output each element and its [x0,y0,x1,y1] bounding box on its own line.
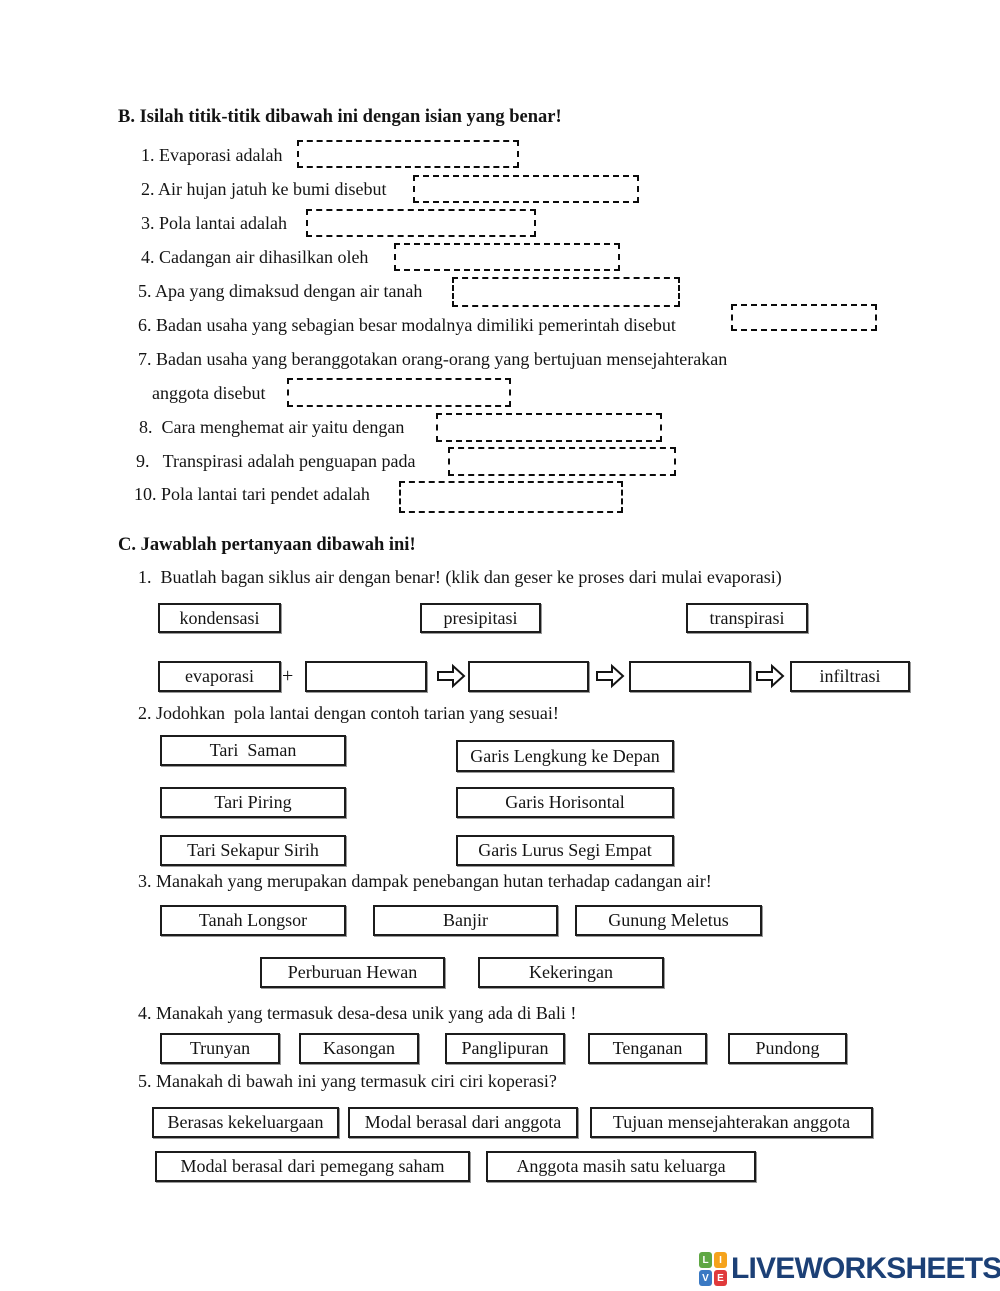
answer-blank-b10[interactable] [399,481,623,513]
question-b9-label: 9. Transpirasi adalah penguapan pada [136,451,416,471]
section-b-heading: B. Isilah titik-titik dibawah ini dengan… [118,107,562,127]
match-right-garis-lengkung[interactable]: Garis Lengkung ke Depan [456,740,674,772]
option-trunyan[interactable]: Trunyan [160,1033,280,1064]
word-transpirasi[interactable]: transpirasi [686,603,808,633]
option-anggota-satu-keluarga[interactable]: Anggota masih satu keluarga [486,1151,756,1182]
question-b5-label: 5. Apa yang dimaksud dengan air tanah [138,281,423,301]
liveworksheets-logo[interactable]: L I V E LIVEWORKSHEETS [699,1252,1000,1286]
word-evaporasi[interactable]: evaporasi [158,661,281,692]
question-b3-label: 3. Pola lantai adalah [141,213,287,233]
liveworksheets-logo-icon: L I V E [699,1252,727,1286]
question-c4-label: 4. Manakah yang termasuk desa-desa unik … [138,1003,577,1023]
answer-blank-b6[interactable] [731,304,877,331]
option-modal-dari-anggota[interactable]: Modal berasal dari anggota [348,1107,578,1138]
answer-blank-b1[interactable] [297,140,519,168]
answer-blank-b9[interactable] [448,447,676,476]
option-pundong[interactable]: Pundong [728,1033,847,1064]
option-gunung-meletus[interactable]: Gunung Meletus [575,905,762,936]
option-kasongan[interactable]: Kasongan [299,1033,419,1064]
word-kondensasi[interactable]: kondensasi [158,603,281,633]
question-c3-label: 3. Manakah yang merupakan dampak peneban… [138,871,712,891]
arrow-right-icon [756,663,785,689]
arrow-right-icon [596,663,625,689]
question-c1-label: 1. Buatlah bagan siklus air dengan benar… [138,567,782,587]
question-b6-label: 6. Badan usaha yang sebagian besar modal… [138,315,676,335]
question-c5-label: 5. Manakah di bawah ini yang termasuk ci… [138,1071,557,1091]
option-berasas-kekeluargaan[interactable]: Berasas kekeluargaan [152,1107,339,1138]
answer-blank-b2[interactable] [413,175,639,203]
answer-blank-b4[interactable] [394,243,620,271]
arrow-right-icon [437,663,466,689]
cycle-drop-slot-1[interactable] [305,661,427,692]
cycle-drop-slot-3[interactable] [629,661,751,692]
option-tujuan-mensejahterakan[interactable]: Tujuan mensejahterakan anggota [590,1107,873,1138]
answer-blank-b5[interactable] [452,277,680,307]
answer-blank-b8[interactable] [436,413,662,442]
option-perburuan-hewan[interactable]: Perburuan Hewan [260,957,445,988]
match-left-tari-sekapur-sirih[interactable]: Tari Sekapur Sirih [160,835,346,866]
option-kekeringan[interactable]: Kekeringan [478,957,664,988]
option-tanah-longsor[interactable]: Tanah Longsor [160,905,346,936]
cycle-drop-slot-2[interactable] [468,661,589,692]
match-left-tari-piring[interactable]: Tari Piring [160,787,346,818]
option-panglipuran[interactable]: Panglipuran [445,1033,565,1064]
word-presipitasi[interactable]: presipitasi [420,603,541,633]
match-right-garis-lurus[interactable]: Garis Lurus Segi Empat [456,835,674,866]
plus-sign: + [282,665,294,687]
word-infiltrasi[interactable]: infiltrasi [790,661,910,692]
question-b10-label: 10. Pola lantai tari pendet adalah [134,484,370,504]
question-b8-label: 8. Cara menghemat air yaitu dengan [139,417,405,437]
answer-blank-b3[interactable] [306,209,536,237]
question-b4-label: 4. Cadangan air dihasilkan oleh [141,247,369,267]
question-b7-label: 7. Badan usaha yang beranggotakan orang-… [138,349,728,369]
section-c-heading: C. Jawablah pertanyaan dibawah ini! [118,535,416,555]
option-modal-pemegang-saham[interactable]: Modal berasal dari pemegang saham [155,1151,470,1182]
match-right-garis-horisontal[interactable]: Garis Horisontal [456,787,674,818]
match-left-tari-saman[interactable]: Tari Saman [160,735,346,766]
question-b7-label-line2: anggota disebut [152,383,266,403]
option-banjir[interactable]: Banjir [373,905,558,936]
answer-blank-b7[interactable] [287,378,511,407]
question-c2-label: 2. Jodohkan pola lantai dengan contoh ta… [138,703,559,723]
option-tenganan[interactable]: Tenganan [588,1033,707,1064]
question-b2-label: 2. Air hujan jatuh ke bumi disebut [141,179,387,199]
liveworksheets-logo-text: LIVEWORKSHEETS [731,1252,1000,1285]
question-b1-label: 1. Evaporasi adalah [141,145,283,165]
